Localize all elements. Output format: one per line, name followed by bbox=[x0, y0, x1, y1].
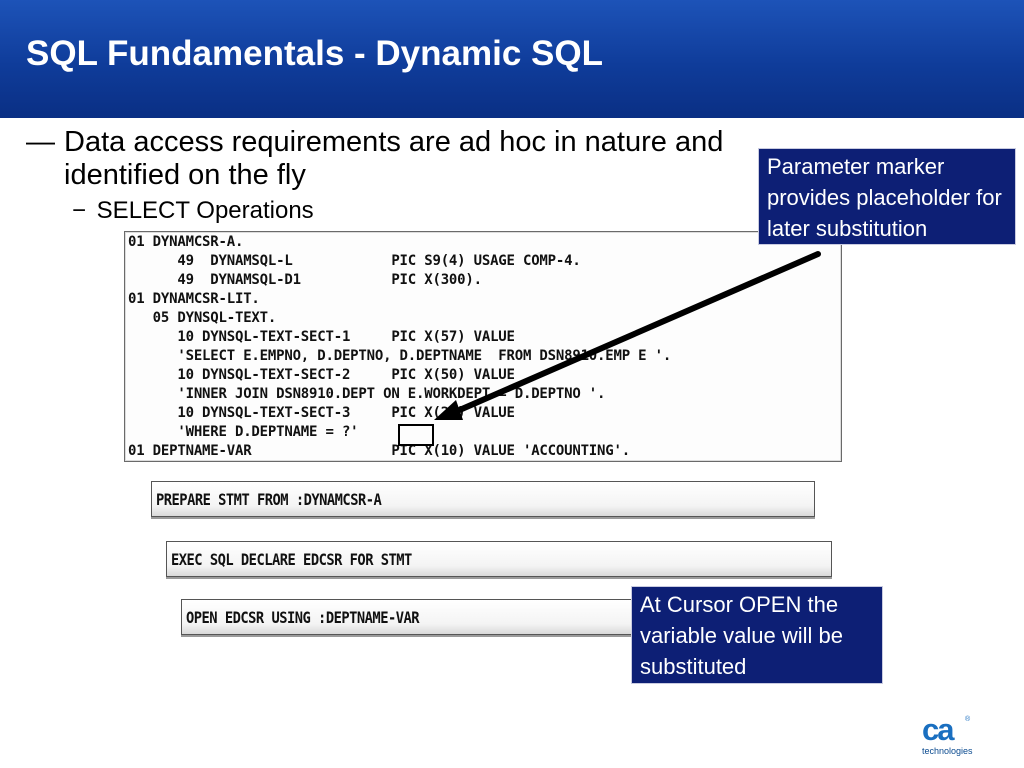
bullet-text: Data access requirements are ad hoc in n… bbox=[64, 126, 724, 191]
prepare-statement: PREPARE STMT FROM :DYNAMCSR-A bbox=[156, 490, 382, 509]
code-line: 01 DYNAMCSR-LIT. bbox=[128, 291, 260, 307]
title-bar: SQL Fundamentals - Dynamic SQL bbox=[0, 0, 1024, 118]
code-line: 10 DYNSQL-TEXT-SECT-2 PIC X(50) VALUE bbox=[128, 367, 515, 383]
open-statement: OPEN EDCSR USING :DEPTNAME-VAR bbox=[186, 608, 420, 627]
ca-technologies-logo: ca ® technologies bbox=[918, 714, 978, 760]
code-line: 49 DYNAMSQL-L PIC S9(4) USAGE COMP-4. bbox=[128, 253, 581, 269]
sub-bullet-text: SELECT Operations bbox=[96, 197, 314, 224]
arrow-shaft bbox=[452, 251, 821, 415]
sub-bullet: − SELECT Operations bbox=[72, 197, 314, 225]
code-line: 'WHERE D.DEPTNAME = ?' bbox=[128, 424, 359, 440]
prepare-statement-box: PREPARE STMT FROM :DYNAMCSR-A bbox=[151, 481, 815, 517]
code-line: 49 DYNAMSQL-D1 PIC X(300). bbox=[128, 272, 482, 288]
cursor-open-callout: At Cursor OPEN the variable value will b… bbox=[631, 586, 883, 684]
code-line: 10 DYNSQL-TEXT-SECT-1 PIC X(57) VALUE bbox=[128, 329, 515, 345]
cobol-code-box: 01 DYNAMCSR-A. 49 DYNAMSQL-L PIC S9(4) U… bbox=[124, 231, 842, 462]
parameter-marker-callout: Parameter marker provides placeholder fo… bbox=[758, 148, 1016, 245]
declare-statement-box: EXEC SQL DECLARE EDCSR FOR STMT bbox=[166, 541, 832, 577]
declare-statement: EXEC SQL DECLARE EDCSR FOR STMT bbox=[171, 550, 412, 569]
logo-mark: ca bbox=[922, 712, 955, 747]
open-statement-box: OPEN EDCSR USING :DEPTNAME-VAR bbox=[181, 599, 633, 635]
parameter-marker-highlight bbox=[398, 424, 434, 446]
code-line: 'INNER JOIN DSN8910.DEPT ON E.WORKDEPT =… bbox=[128, 386, 606, 402]
slide-title: SQL Fundamentals - Dynamic SQL bbox=[26, 34, 603, 73]
bullet-dash: — bbox=[26, 126, 55, 158]
code-line: 05 DYNSQL-TEXT. bbox=[128, 310, 277, 326]
logo-subtitle: technologies bbox=[922, 746, 973, 756]
sub-bullet-dash: − bbox=[72, 197, 87, 224]
code-line: 01 DYNAMCSR-A. bbox=[128, 234, 244, 250]
code-line: 01 DEPTNAME-VAR PIC X(10) VALUE 'ACCOUNT… bbox=[128, 443, 630, 459]
code-line: 'SELECT E.EMPNO, D.DEPTNO, D.DEPTNAME FR… bbox=[128, 348, 672, 364]
logo-registered: ® bbox=[965, 716, 971, 723]
arrow-head bbox=[434, 400, 463, 420]
